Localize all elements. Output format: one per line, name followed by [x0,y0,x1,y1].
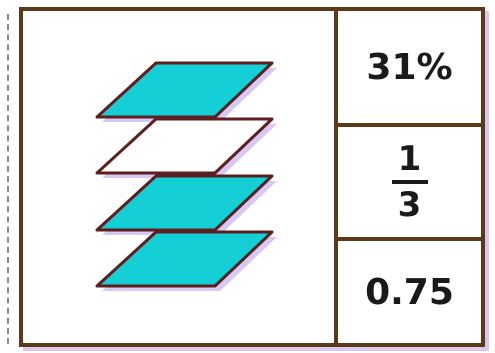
cut-line [7,14,9,344]
fraction-denominator: 3 [398,184,422,222]
answer-option-percent[interactable]: 31% [338,11,481,127]
answer-option-percent-label: 31% [366,47,452,88]
fraction: 1 3 [392,142,428,222]
answer-option-decimal[interactable]: 0.75 [338,241,481,343]
stacked-layers-figure [23,11,334,343]
fraction-numerator: 1 [398,142,422,180]
question-card: 31% 1 3 0.75 [19,7,485,347]
figure-cell [23,11,338,343]
answer-option-decimal-label: 0.75 [365,272,454,313]
answer-option-fraction[interactable]: 1 3 [338,127,481,241]
